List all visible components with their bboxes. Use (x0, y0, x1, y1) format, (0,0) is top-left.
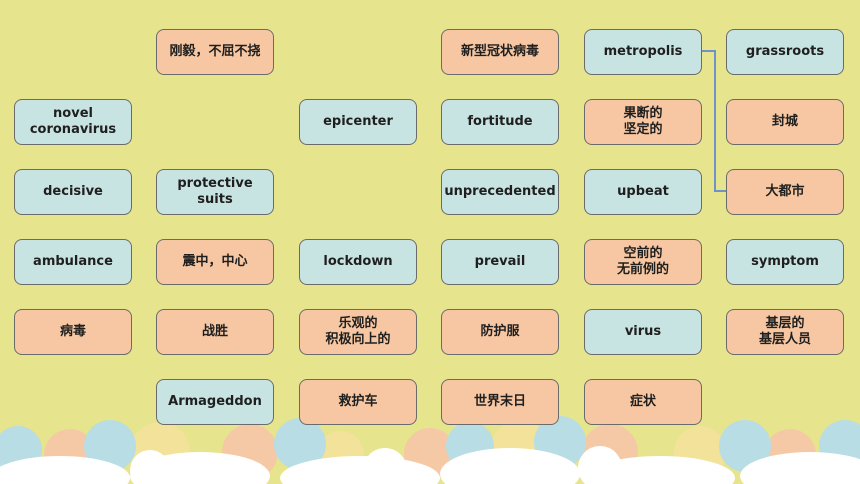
card-fortitude[interactable]: fortitude (441, 99, 559, 145)
card-xinxing[interactable]: 新型冠状病毒 (441, 29, 559, 75)
card-metropolis[interactable]: metropolis (584, 29, 702, 75)
card-jiuhuche[interactable]: 救护车 (299, 379, 417, 425)
card-dadushi[interactable]: 大都市 (726, 169, 844, 215)
card-epicenter[interactable]: epicenter (299, 99, 417, 145)
card-bingdu[interactable]: 病毒 (14, 309, 132, 355)
card-guoduan[interactable]: 果断的 坚定的 (584, 99, 702, 145)
card-armageddon[interactable]: Armageddon (156, 379, 274, 425)
card-unprecedented[interactable]: unprecedented (441, 169, 559, 215)
card-virus[interactable]: virus (584, 309, 702, 355)
card-fengcheng[interactable]: 封城 (726, 99, 844, 145)
card-prevail[interactable]: prevail (441, 239, 559, 285)
card-fanghufu[interactable]: 防护服 (441, 309, 559, 355)
card-shijiemori[interactable]: 世界末日 (441, 379, 559, 425)
card-zhansheng[interactable]: 战胜 (156, 309, 274, 355)
card-protective-suits[interactable]: protective suits (156, 169, 274, 215)
card-jiceng[interactable]: 基层的 基层人员 (726, 309, 844, 355)
card-kongqian[interactable]: 空前的 无前例的 (584, 239, 702, 285)
card-lockdown[interactable]: lockdown (299, 239, 417, 285)
card-ambulance[interactable]: ambulance (14, 239, 132, 285)
card-novel-coronavirus[interactable]: novel coronavirus (14, 99, 132, 145)
card-symptom[interactable]: symptom (726, 239, 844, 285)
card-grassroots[interactable]: grassroots (726, 29, 844, 75)
card-ganyi[interactable]: 刚毅，不屈不挠 (156, 29, 274, 75)
card-zhenzhong[interactable]: 震中，中心 (156, 239, 274, 285)
card-leguan[interactable]: 乐观的 积极向上的 (299, 309, 417, 355)
card-decisive[interactable]: decisive (14, 169, 132, 215)
card-upbeat[interactable]: upbeat (584, 169, 702, 215)
card-zhengzhuang[interactable]: 症状 (584, 379, 702, 425)
